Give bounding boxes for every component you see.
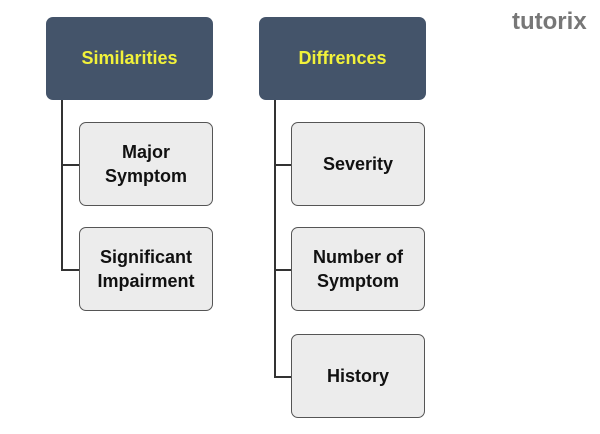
box-label: Number of Symptom bbox=[313, 246, 403, 291]
number-of-symptom-box: Number of Symptom bbox=[291, 227, 425, 311]
connector-line bbox=[61, 100, 63, 270]
severity-box: Severity bbox=[291, 122, 425, 206]
tutorix-logo: tutorix bbox=[512, 8, 587, 35]
connector-line bbox=[61, 269, 79, 271]
significant-impairment-box: Significant Impairment bbox=[79, 227, 213, 311]
differences-header: Diffrences bbox=[259, 17, 426, 100]
box-label: Major Symptom bbox=[104, 141, 187, 186]
similarities-header: Similarities bbox=[46, 17, 213, 100]
connector-line bbox=[274, 376, 291, 378]
history-box: History bbox=[291, 334, 425, 418]
connector-line bbox=[274, 269, 291, 271]
box-label: Severity bbox=[322, 153, 394, 174]
box-label: Significant Impairment bbox=[97, 246, 195, 291]
connector-line bbox=[61, 164, 79, 166]
box-label: History bbox=[326, 365, 389, 386]
connector-line bbox=[274, 100, 276, 377]
connector-line bbox=[274, 164, 291, 166]
major-symptom-box: Major Symptom bbox=[79, 122, 213, 206]
